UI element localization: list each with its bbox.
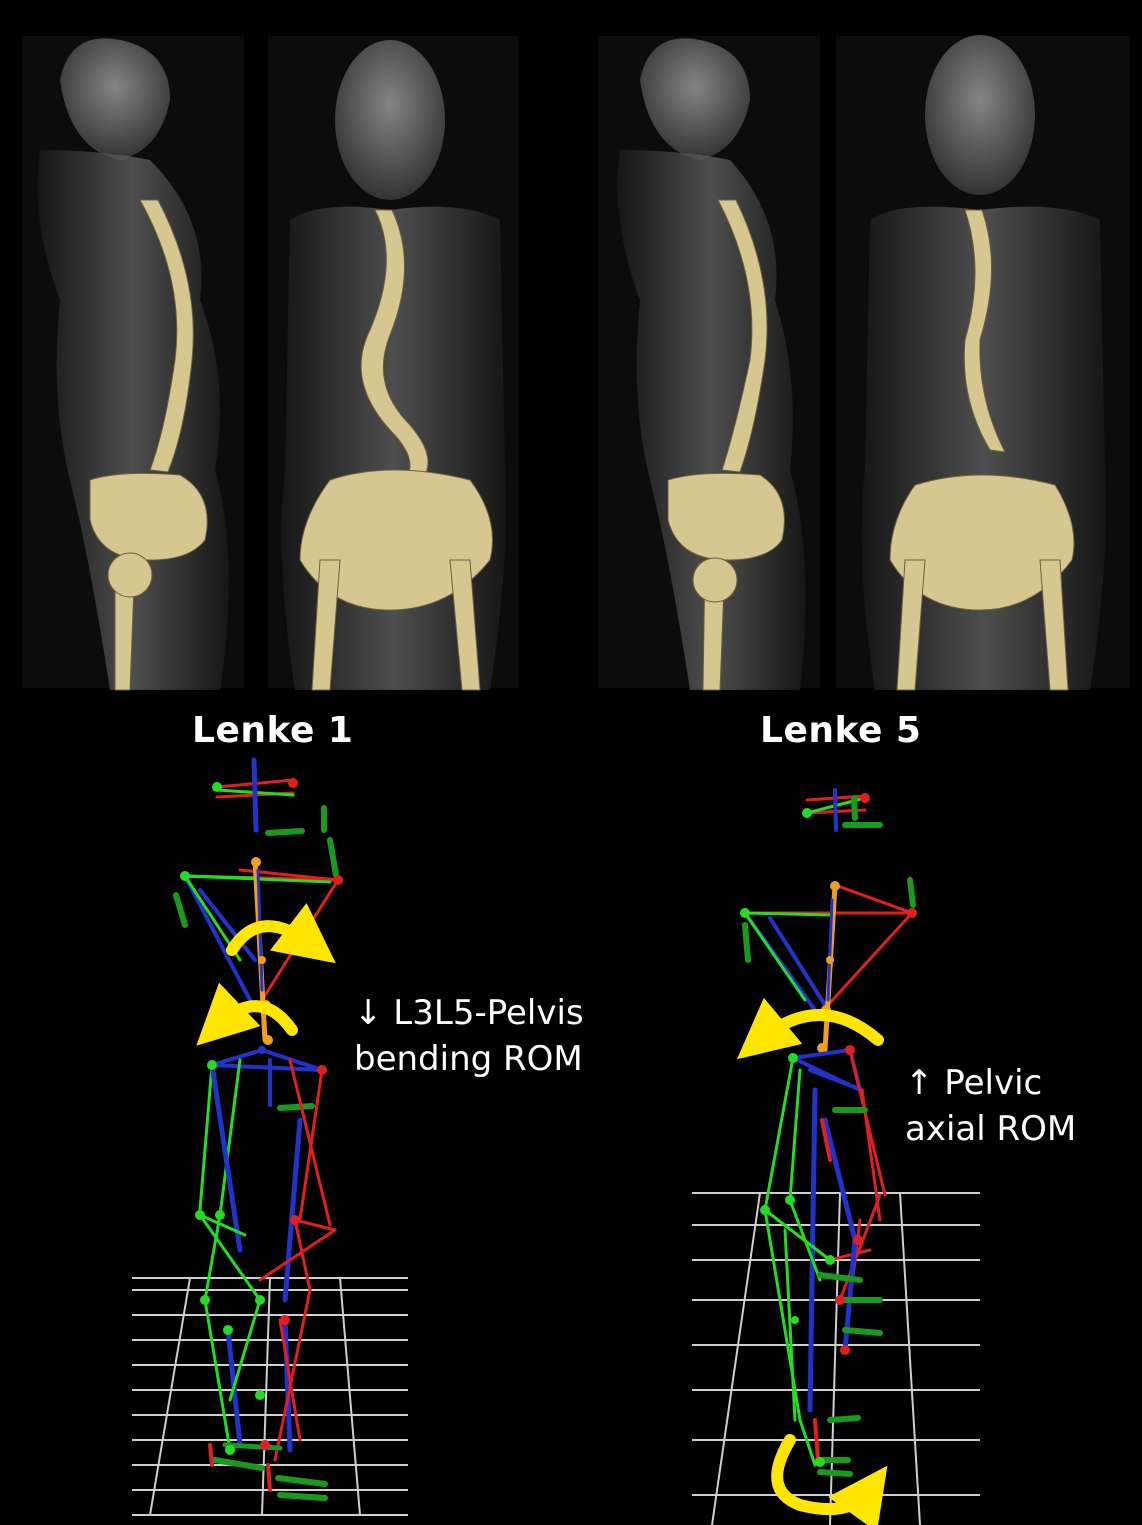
group-title-lenke5: Lenke 5 bbox=[760, 710, 921, 751]
head-segment-lenke5 bbox=[802, 790, 880, 830]
thorax-segment-lenke1 bbox=[176, 840, 343, 1045]
motion-model-lenke1 bbox=[176, 760, 343, 1498]
head-segment-lenke1 bbox=[212, 760, 324, 833]
annotation-lenke5-line1: ↑ Pelvic bbox=[905, 1060, 1076, 1106]
motion-model-lenke5 bbox=[740, 790, 917, 1509]
annotation-lenke1: ↓ L3L5-Pelvis bending ROM bbox=[354, 990, 584, 1082]
bending-arrow-lenke5 bbox=[760, 1015, 878, 1040]
annotation-lenke1-line2: bending ROM bbox=[354, 1036, 584, 1082]
xray-lenke1-frontal bbox=[268, 36, 518, 690]
xray-lenke1-lateral bbox=[22, 36, 244, 690]
annotation-lenke5: ↑ Pelvic axial ROM bbox=[905, 1060, 1076, 1152]
thorax-segment-lenke5 bbox=[740, 880, 917, 1053]
xray-lenke5-lateral bbox=[598, 36, 820, 690]
xray-lenke5-frontal bbox=[836, 35, 1130, 690]
group-title-lenke1: Lenke 1 bbox=[192, 710, 353, 751]
annotation-lenke1-line1: ↓ L3L5-Pelvis bbox=[354, 990, 584, 1036]
annotation-lenke5-line2: axial ROM bbox=[905, 1106, 1076, 1152]
